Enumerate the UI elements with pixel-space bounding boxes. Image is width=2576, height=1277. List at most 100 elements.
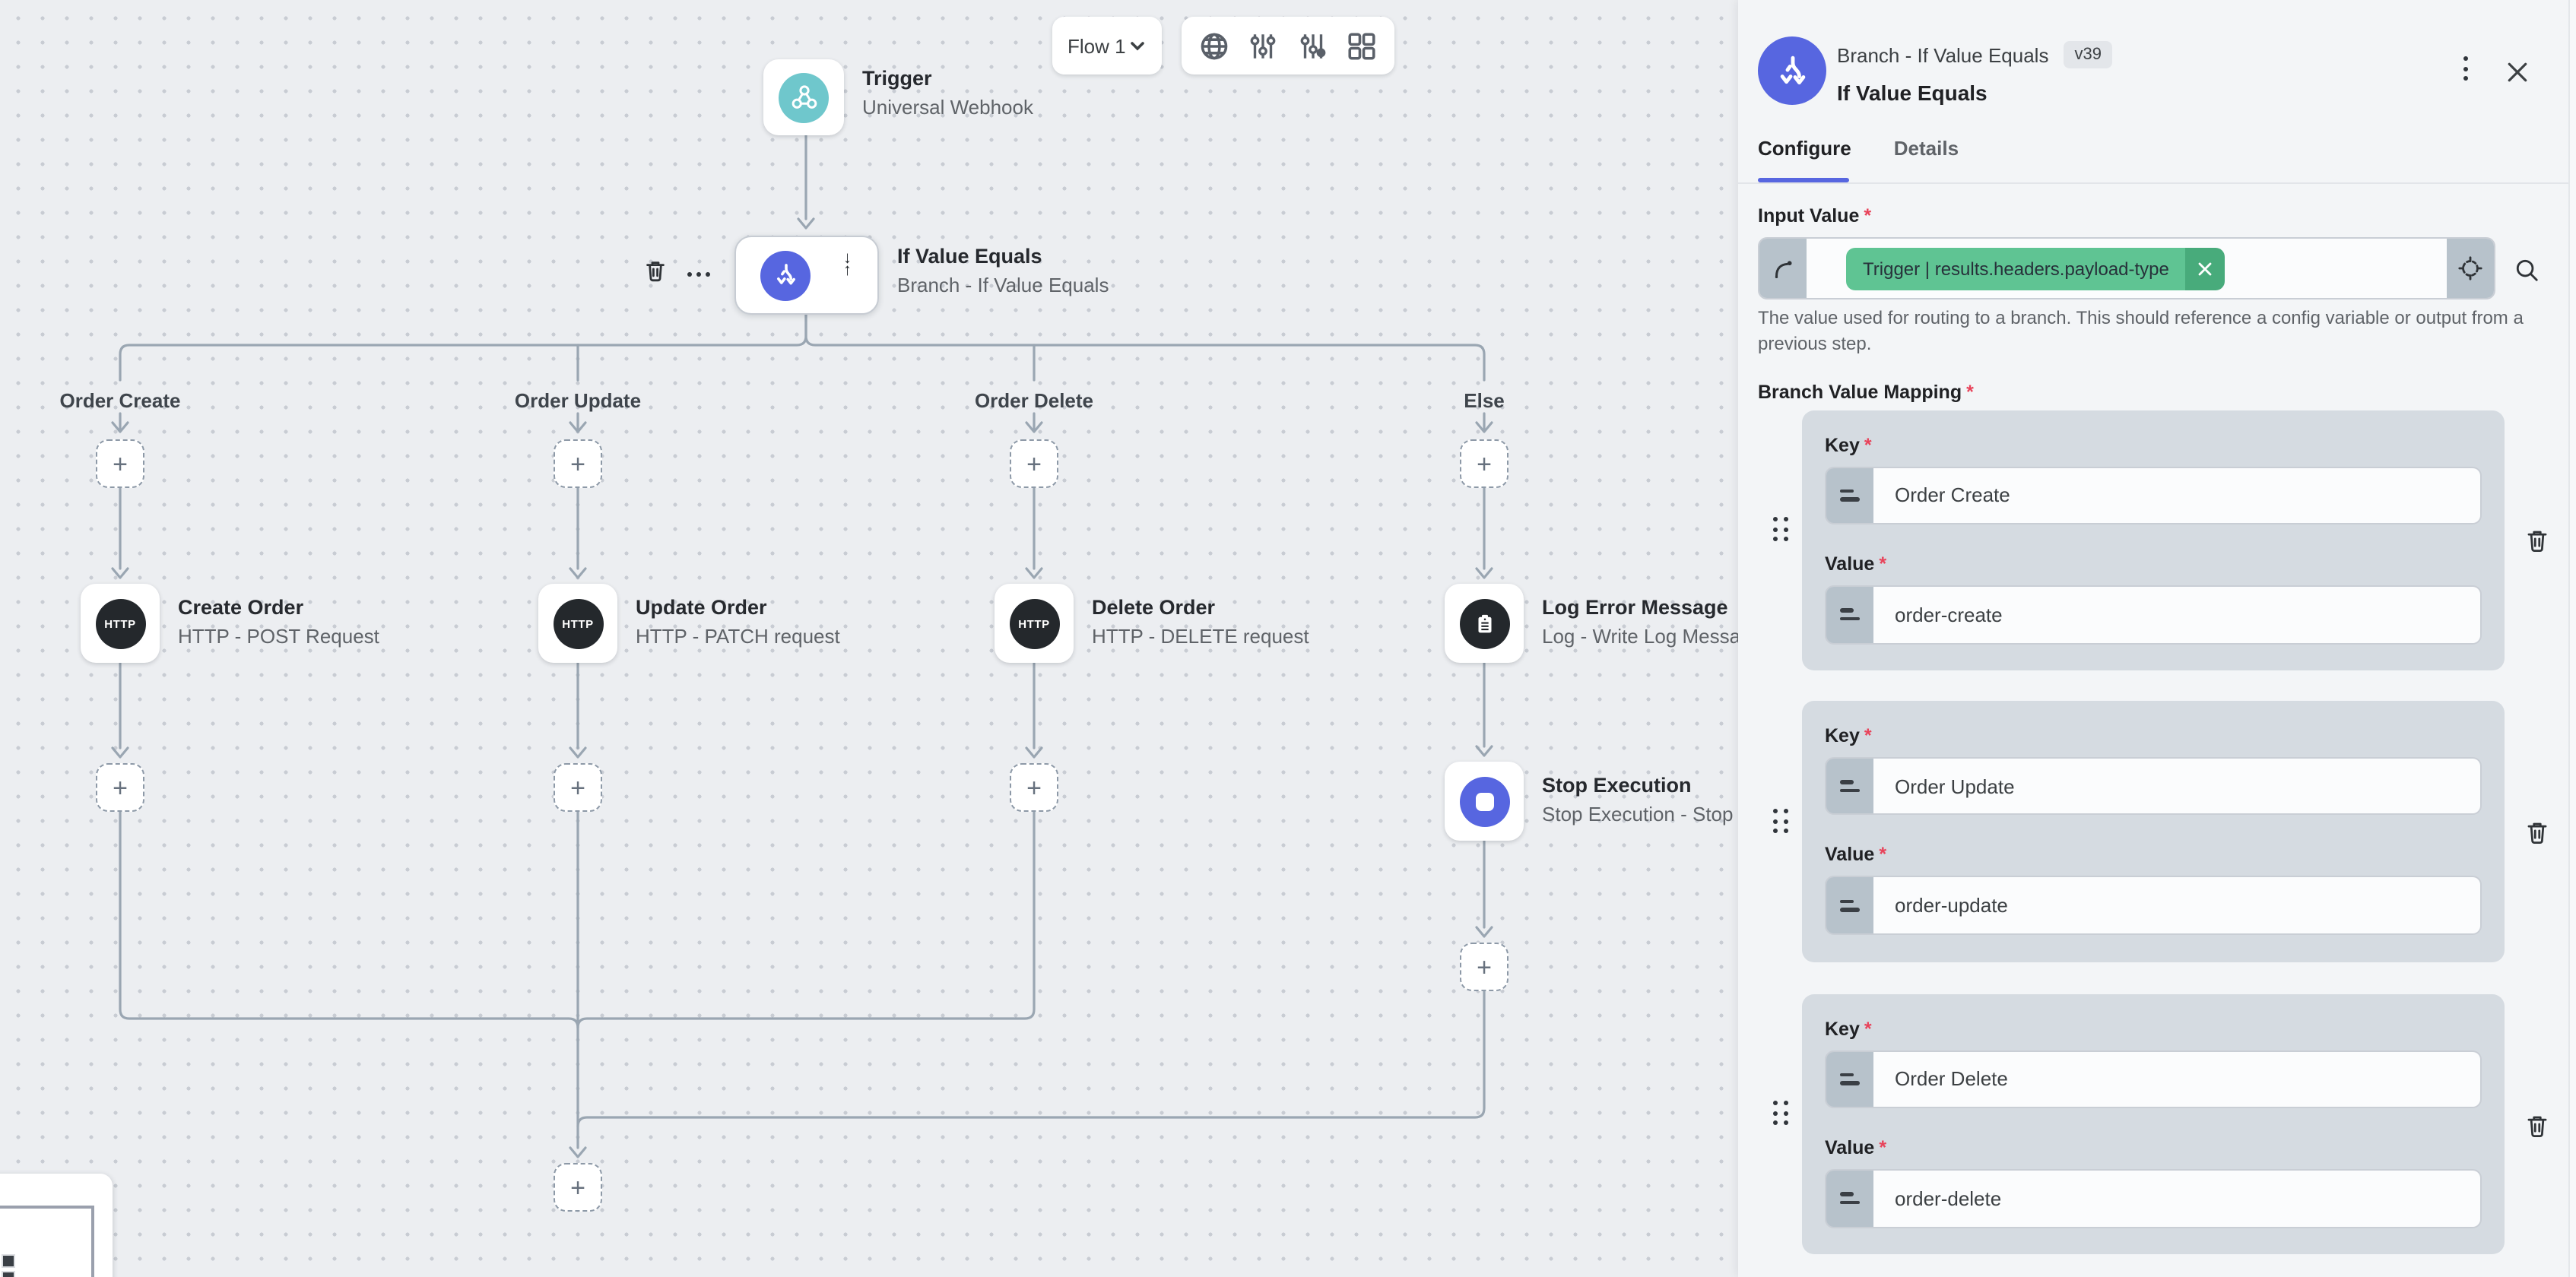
close-icon[interactable] <box>2500 55 2533 88</box>
add-step-button[interactable] <box>1010 763 1058 812</box>
text-type-icon[interactable] <box>1826 877 1873 933</box>
panel-scrollbar[interactable] <box>2568 0 2576 1277</box>
key-label: Key* <box>1825 1018 1872 1039</box>
input-value-field[interactable]: Trigger | results.headers.payload-type <box>1758 237 2495 299</box>
branch-label: Order Create <box>59 389 181 412</box>
more-actions-icon[interactable] <box>687 272 710 277</box>
add-step-button[interactable] <box>554 439 602 488</box>
add-step-button[interactable] <box>554 1163 602 1212</box>
value-input-value[interactable]: order-update <box>1873 877 2480 933</box>
active-tab-indicator <box>1758 178 1849 182</box>
add-step-button[interactable] <box>96 439 144 488</box>
trigger-node[interactable] <box>763 59 844 135</box>
value-label: Value* <box>1825 553 1887 574</box>
node-title: Log Error Message <box>1542 596 1728 619</box>
add-step-button[interactable] <box>1460 943 1508 991</box>
http-node-create-order[interactable]: HTTP <box>81 584 160 663</box>
node-text: Create Order HTTP - POST Request <box>178 596 379 648</box>
reorder-arrows-icon[interactable]: ↓↑ <box>843 249 852 280</box>
grid-icon[interactable] <box>1345 29 1378 62</box>
key-input[interactable]: Order Update <box>1825 757 2482 815</box>
log-node[interactable] <box>1445 584 1524 663</box>
add-step-button[interactable] <box>1460 439 1508 488</box>
value-input[interactable]: order-update <box>1825 876 2482 935</box>
key-input-value[interactable]: Order Create <box>1873 467 2480 522</box>
key-input-value[interactable]: Order Delete <box>1873 1051 2480 1106</box>
sliders-alt-icon[interactable] <box>1296 29 1329 62</box>
key-input[interactable]: Order Create <box>1825 466 2482 524</box>
text-type-icon[interactable] <box>1826 586 1873 642</box>
add-step-button[interactable] <box>96 763 144 812</box>
text-type-icon[interactable] <box>1826 759 1873 813</box>
minimap[interactable] <box>0 1174 113 1277</box>
mapping-card: Key* Order Update Value* order-update <box>1802 701 2505 962</box>
kebab-menu-icon[interactable] <box>2463 56 2468 81</box>
crosshair-icon[interactable] <box>2447 239 2494 298</box>
minimap-node <box>2 1254 15 1268</box>
mapping-card: Key* Order Delete Value* order-delete <box>1802 993 2505 1254</box>
stop-execution-node[interactable] <box>1445 762 1524 841</box>
add-step-button[interactable] <box>1010 439 1058 488</box>
delete-step-icon[interactable] <box>642 257 669 284</box>
chevron-down-icon <box>1131 42 1144 51</box>
globe-icon[interactable] <box>1198 29 1231 62</box>
minimap-node <box>2 1271 15 1277</box>
sliders-icon[interactable] <box>1247 29 1280 62</box>
key-label: Key* <box>1825 434 1872 455</box>
branch-value-mapping-label: Branch Value Mapping* <box>1758 382 1974 403</box>
branch-label: Order Update <box>514 389 642 412</box>
drag-handle-icon[interactable] <box>1773 517 1788 541</box>
node-title: Update Order <box>636 596 767 619</box>
text-type-icon[interactable] <box>1826 1051 1873 1106</box>
http-icon: HTTP <box>553 598 603 648</box>
remove-tag-icon[interactable] <box>2185 247 2225 290</box>
node-text: Log Error Message Log - Write Log Messag… <box>1542 596 1762 648</box>
branch-label: Else <box>1464 389 1505 412</box>
node-subtitle: HTTP - DELETE request <box>1092 625 1309 648</box>
add-step-button[interactable] <box>554 763 602 812</box>
node-title: Create Order <box>178 596 304 619</box>
input-value-content[interactable]: Trigger | results.headers.payload-type <box>1807 239 2447 298</box>
panel-title: Branch - If Value Equals <box>1837 43 2049 66</box>
node-text: Update Order HTTP - PATCH request <box>636 596 840 648</box>
node-subtitle: Log - Write Log Message <box>1542 625 1762 648</box>
search-icon[interactable] <box>2509 252 2543 286</box>
delete-mapping-icon[interactable] <box>2524 528 2550 553</box>
webhook-icon <box>779 72 829 122</box>
branch-title: If Value Equals <box>897 245 1042 268</box>
branch-label: Order Delete <box>974 389 1094 412</box>
branch-node[interactable]: ↓↑ <box>734 236 879 315</box>
node-title: Stop Execution <box>1542 774 1692 797</box>
flow-selector[interactable]: Flow 1 <box>1052 17 1162 74</box>
node-subtitle: HTTP - POST Request <box>178 625 379 648</box>
minimap-viewport[interactable] <box>0 1206 94 1277</box>
key-input-value[interactable]: Order Update <box>1873 759 2480 813</box>
http-node-delete-order[interactable]: HTTP <box>995 584 1074 663</box>
trigger-node-text: Trigger Universal Webhook <box>862 67 1033 119</box>
delete-mapping-icon[interactable] <box>2524 819 2550 845</box>
tab-details[interactable]: Details <box>1893 137 1959 160</box>
value-input-value[interactable]: order-delete <box>1873 1170 2480 1226</box>
text-type-icon[interactable] <box>1826 1170 1873 1226</box>
drag-handle-icon[interactable] <box>1773 1101 1788 1125</box>
reference-icon[interactable] <box>1759 239 1807 298</box>
branch-icon <box>760 250 811 300</box>
value-input-value[interactable]: order-create <box>1873 586 2480 642</box>
key-label: Key* <box>1825 725 1872 746</box>
branch-icon <box>1758 36 1826 105</box>
http-icon: HTTP <box>1009 598 1059 648</box>
http-node-update-order[interactable]: HTTP <box>538 584 617 663</box>
value-label: Value* <box>1825 1136 1887 1158</box>
key-input[interactable]: Order Delete <box>1825 1050 2482 1107</box>
reference-tag-label: Trigger | results.headers.payload-type <box>1846 247 2186 290</box>
tab-configure[interactable]: Configure <box>1758 137 1851 160</box>
delete-mapping-icon[interactable] <box>2524 1113 2550 1139</box>
text-type-icon[interactable] <box>1826 467 1873 522</box>
branch-subtitle: Branch - If Value Equals <box>897 274 1109 296</box>
value-input[interactable]: order-delete <box>1825 1168 2482 1228</box>
value-input[interactable]: order-create <box>1825 585 2482 644</box>
drag-handle-icon[interactable] <box>1773 809 1788 833</box>
input-value-label: Input Value* <box>1758 205 1872 227</box>
trigger-subtitle: Universal Webhook <box>862 96 1033 119</box>
